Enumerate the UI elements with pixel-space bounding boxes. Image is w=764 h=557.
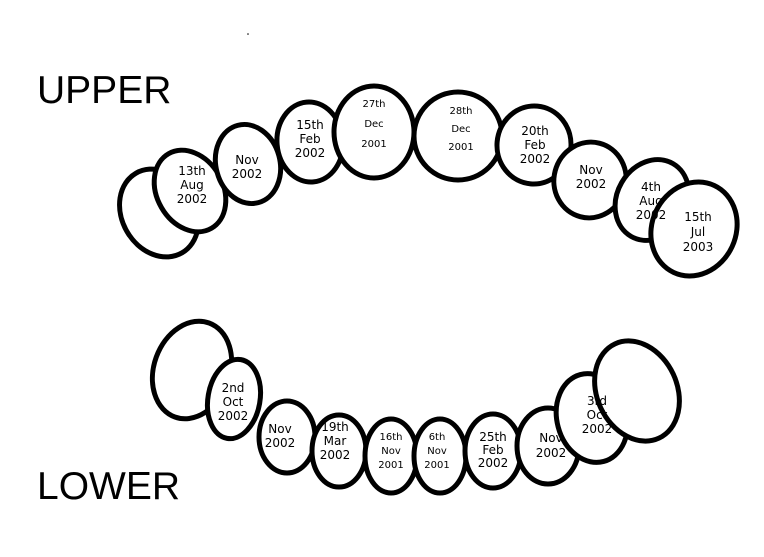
upper-molar-right-1-date-line-1: 13th [178, 164, 206, 178]
lower-premolar-right-1-date-line-1: 19th [321, 420, 349, 434]
lower-incisor-left-2-date-line-2: 2002 [536, 446, 567, 460]
upper-incisor-right-date-line-2: Dec [451, 124, 470, 135]
lower-incisor-left-1-date-line-2: Feb [482, 443, 503, 457]
upper-premolar-right-2-date-line-2: 2002 [232, 167, 263, 181]
upper-canine-left-date-line-1: Nov [579, 163, 602, 177]
lower-premolar-right-2-date-line-2: 2002 [265, 436, 296, 450]
upper-premolar-right-2-date-line-1: Nov [235, 153, 258, 167]
upper-premolar-right-1-date-line-3: 2002 [295, 146, 326, 160]
upper-incisor-left-date-line-2: Feb [524, 138, 545, 152]
lower-canine-left-date-line-1: 3rd [587, 394, 607, 408]
upper-canine-right-date-line-1: 27th [363, 99, 386, 110]
lower-molar-right-1-date-line-3: 2002 [218, 409, 249, 423]
lower-molar-right-1-date-line-2: Oct [223, 395, 244, 409]
lower-premolar-right-1-date-line-3: 2002 [320, 448, 351, 462]
upper-premolar-left-2-date-line-2: Jul [690, 225, 705, 239]
upper-canine-left-date-line-2: 2002 [576, 177, 607, 191]
lower-incisor-right-2-date-line-1: 16th [380, 432, 403, 443]
lower-premolar-right-2-date-line-1: Nov [268, 422, 291, 436]
upper-incisor-left-date-line-1: 20th [521, 124, 549, 138]
lower-molar-right-1-date-line-1: 2nd [222, 381, 245, 395]
upper-premolar-left-2-tooth [648, 179, 740, 279]
lower-canine-left-date-line-2: Oct [587, 408, 608, 422]
upper-jaw-title: UPPER [37, 69, 171, 112]
lower-canine-left-date-line-3: 2002 [582, 422, 613, 436]
teeth-layer [117, 83, 740, 496]
upper-incisor-right-date-line-1: 28th [450, 106, 473, 117]
upper-premolar-left-2-date-line-1: 15th [684, 210, 712, 224]
lower-incisor-left-2-date-line-1: Nov [539, 431, 562, 445]
upper-canine-right-date-line-2: Dec [364, 119, 383, 130]
lower-incisor-right-1-date-line-3: 2001 [424, 460, 449, 471]
lower-premolar-right-1-date-line-2: Mar [324, 434, 347, 448]
upper-premolar-left-2-date-line-3: 2003 [683, 240, 714, 254]
upper-premolar-left-1-date-line-2: Aug [639, 194, 662, 208]
upper-incisor-left-date-line-3: 2002 [520, 152, 551, 166]
upper-molar-right-1-date-line-3: 2002 [177, 192, 208, 206]
lower-incisor-right-2-date-line-2: Nov [381, 446, 401, 457]
labels-layer: 13thAug2002Nov200215thFeb200227thDec2001… [177, 99, 714, 471]
upper-canine-right-date-line-3: 2001 [361, 139, 386, 150]
lower-incisor-left-1-date-line-1: 25th [479, 430, 507, 444]
upper-premolar-left-1-date-line-3: 2002 [636, 208, 667, 222]
stray-dot [247, 33, 249, 35]
lower-incisor-right-2-date-line-3: 2001 [378, 460, 403, 471]
lower-incisor-right-1-date-line-1: 6th [429, 432, 446, 443]
lower-molar-left-2-tooth [592, 338, 682, 444]
upper-premolar-left-1-date-line-1: 4th [641, 180, 661, 194]
lower-molar-right-1-tooth [204, 356, 264, 442]
upper-molar-right-1-date-line-2: Aug [180, 178, 203, 192]
upper-premolar-right-1-date-line-1: 15th [296, 118, 324, 132]
lower-incisor-left-1-date-line-3: 2002 [478, 456, 509, 470]
upper-premolar-right-1-date-line-2: Feb [299, 132, 320, 146]
lower-incisor-right-1-date-line-2: Nov [427, 446, 447, 457]
lower-jaw-title: LOWER [37, 465, 180, 508]
upper-incisor-right-date-line-3: 2001 [448, 142, 473, 153]
